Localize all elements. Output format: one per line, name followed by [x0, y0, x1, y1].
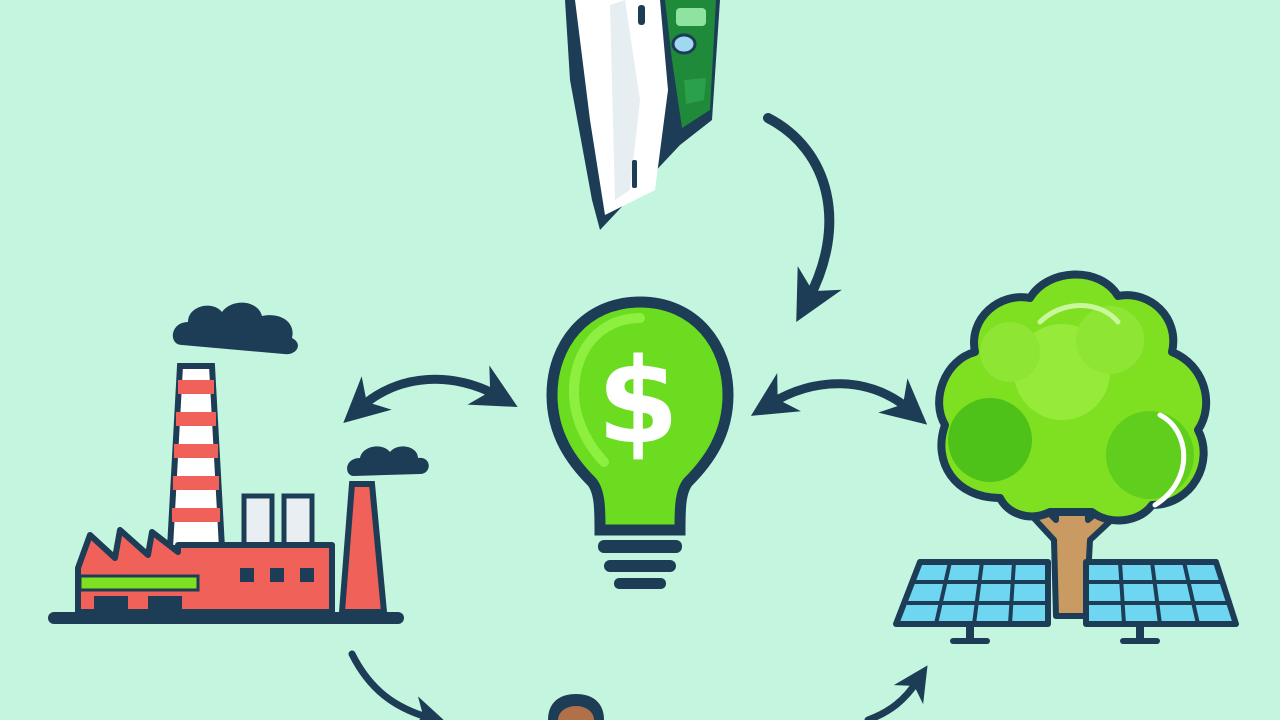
arrow-person-to-tree: [864, 665, 928, 720]
tree-icon: [935, 270, 1211, 619]
arrow-money-to-bulb: [763, 113, 842, 323]
solar-panel-right: [1083, 559, 1239, 644]
lightbulb-icon: $: [546, 296, 734, 589]
person-icon: [548, 694, 604, 720]
arrow-bulb-tree: [750, 373, 928, 425]
banknote-icon: [565, 0, 720, 230]
arrow-factory-to-person: [348, 650, 447, 720]
solar-panel-left: [893, 559, 1051, 644]
arrow-bulb-factory: [343, 365, 518, 424]
factory-icon: [48, 302, 429, 624]
dollar-sign: $: [597, 332, 679, 470]
